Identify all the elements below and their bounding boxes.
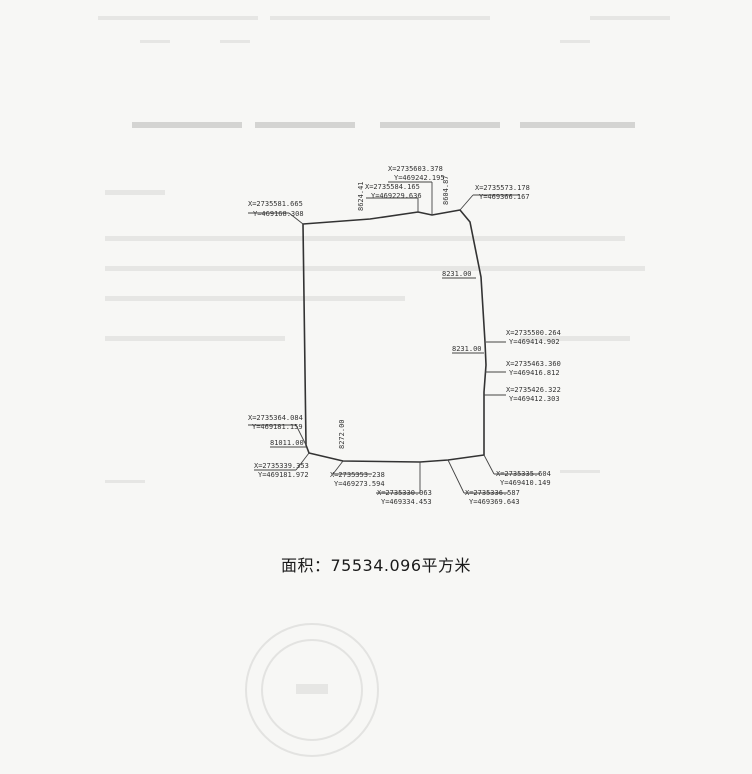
vertex-label-x: X=2735335.604 — [496, 470, 551, 478]
dimension-label: 81011.00 — [270, 439, 304, 447]
vertex-label-x: X=2735581.665 — [248, 200, 303, 208]
parcel-boundary — [302, 209, 487, 463]
vertex-label-y: Y=469168.308 — [253, 210, 304, 218]
edge-dimensions: 8624.41 8604.87 8231.00 8231.00 81011.00… — [270, 175, 484, 449]
vertex-label-y: Y=469229.636 — [371, 192, 422, 200]
area-label: 面积：75534.096平方米 — [280, 556, 472, 575]
vertex-label-y: Y=469416.812 — [509, 369, 560, 377]
vertex-label-x: X=2735336.587 — [465, 489, 520, 497]
dimension-label: 8624.41 — [357, 181, 365, 211]
vertex-label-y: Y=469414.902 — [509, 338, 560, 346]
vertex-label-x: X=2735364.084 — [248, 414, 303, 422]
dimension-label: 8272.00 — [338, 419, 346, 449]
vertex-label-x: X=2735500.264 — [506, 329, 561, 337]
leader-lines — [248, 181, 540, 494]
vertex-label-x: X=2735426.322 — [506, 386, 561, 394]
vertex-label-y: Y=469181.972 — [258, 471, 309, 479]
vertex-label-x: X=2735330.063 — [377, 489, 432, 497]
vertex-label-y: Y=469334.453 — [381, 498, 432, 506]
vertex-label-x: X=2735353.238 — [330, 471, 385, 479]
vertex-label-y: Y=469181.159 — [252, 423, 303, 431]
faded-seal — [245, 623, 379, 757]
vertex-label-x: X=2735463.360 — [506, 360, 561, 368]
vertex-label-x: X=2735573.178 — [475, 184, 530, 192]
vertex-label-y: Y=469369.643 — [469, 498, 520, 506]
vertex-label-y: Y=469273.594 — [334, 480, 385, 488]
dimension-label: 8231.00 — [442, 270, 472, 278]
vertex-label-y: Y=469242.195 — [394, 174, 445, 182]
vertex-label-x: X=2735603.378 — [388, 165, 443, 173]
bleed-through-background — [98, 16, 670, 483]
dimension-label: 8604.87 — [442, 175, 450, 205]
dimension-label: 8231.00 — [452, 345, 482, 353]
vertex-label-y: Y=469366.167 — [479, 193, 530, 201]
vertex-labels: X=2735581.665 Y=469168.308 X=2735584.165… — [248, 165, 561, 506]
vertex-label-x: X=2735584.165 — [365, 183, 420, 191]
vertex-label-x: X=2735339.353 — [254, 462, 309, 470]
vertex-label-y: Y=469412.303 — [509, 395, 560, 403]
vertex-label-y: Y=469410.149 — [500, 479, 551, 487]
